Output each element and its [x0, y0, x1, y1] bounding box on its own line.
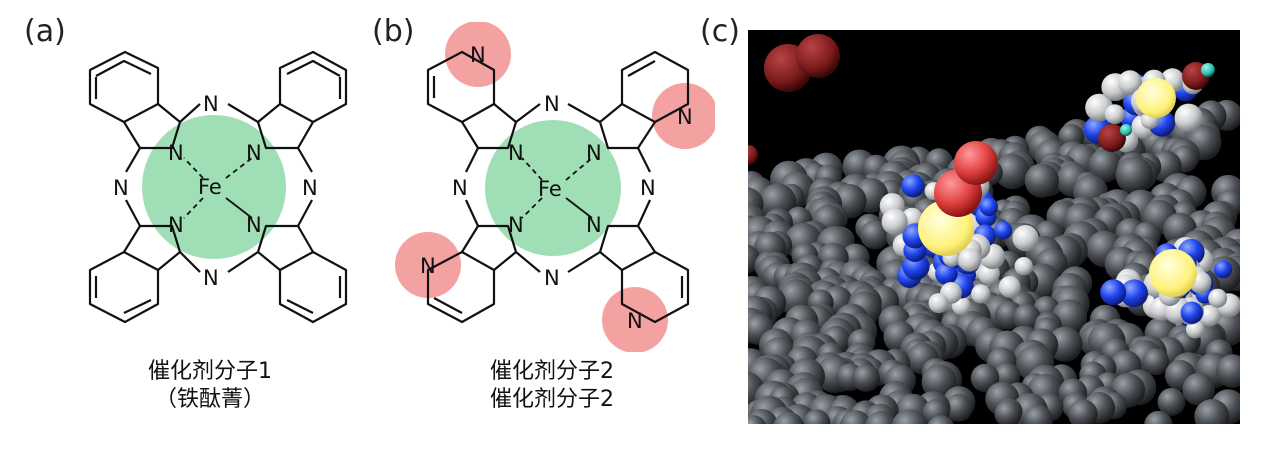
iron-atom-sphere	[1149, 249, 1197, 297]
oxygen-molecule-sphere	[1098, 124, 1126, 152]
oxygen-atom-sphere	[954, 141, 998, 185]
nitrogen-atom-sphere	[1180, 301, 1203, 324]
nanotube-render-svg	[748, 34, 1240, 424]
panel-b-caption: 催化剂分子2 催化剂分子2	[442, 358, 662, 414]
panel-a-caption-name: 催化剂分子1	[148, 359, 272, 384]
carbon-atom-sphere	[994, 153, 1030, 190]
hydrogen-atom-sphere	[1012, 225, 1039, 252]
carbon-atom-sphere	[1023, 405, 1053, 424]
panel-a-caption: 催化剂分子1 （铁酞菁）	[110, 358, 310, 414]
nitrogen-atom-sphere	[901, 174, 925, 198]
hydrogen-atom-sphere	[998, 276, 1021, 298]
carbon-atom-sphere	[927, 415, 955, 424]
hydrogen-atom-sphere	[881, 208, 908, 235]
n-atom-pyrrole-tr: N	[246, 141, 262, 165]
carbon-atom-sphere	[1157, 388, 1186, 416]
hydrogen-atom-sphere	[1198, 304, 1221, 327]
hydrogen-atom-sphere	[1014, 257, 1033, 276]
n-atom-meso-right: N	[302, 176, 318, 200]
n-atom-meso-top: N	[544, 92, 560, 116]
carbon-atom-sphere	[803, 409, 831, 424]
carbon-atom-sphere	[1216, 354, 1240, 388]
panel-c-label: (c)	[700, 14, 740, 49]
carbon-atom-sphere	[1068, 399, 1098, 424]
panel-b-caption-line2: 催化剂分子2	[490, 387, 614, 412]
carbon-atom-sphere	[852, 364, 880, 392]
fe-atom: Fe	[538, 177, 562, 201]
pyridine-n-atom-top: N	[470, 43, 486, 67]
nitrogen-atom-sphere	[1100, 279, 1127, 306]
carbon-atom-sphere	[865, 411, 897, 424]
oxygen-molecule-sphere	[748, 145, 758, 165]
nitrogen-atom-sphere	[1214, 260, 1233, 279]
hydrogen-atom-sphere	[928, 293, 949, 314]
n-atom-pyrrole-tr: N	[586, 141, 602, 165]
hydrogen-atom-sphere	[1104, 104, 1125, 125]
pyridine-n-atom-left: N	[420, 254, 436, 278]
n-atom-meso-bottom: N	[203, 266, 219, 290]
pyridine-phthalocyanine-structure: N N N N N N N N Fe N N N N	[395, 22, 715, 352]
n-atom-meso-right: N	[640, 176, 656, 200]
carbon-atom-sphere	[1144, 410, 1173, 424]
oxygen-molecule-sphere	[796, 34, 840, 78]
carbon-atom-sphere	[891, 409, 929, 424]
nitrogen-atom-sphere	[1120, 279, 1148, 308]
n-atom-pyrrole-bl: N	[168, 213, 184, 237]
panel-b-label: (b)	[372, 14, 415, 49]
n-atom-pyrrole-br: N	[586, 213, 602, 237]
hydrogen-atom-sphere	[1117, 70, 1143, 95]
pyridine-n-atom-bottom: N	[627, 309, 643, 333]
panel-a-caption-sub: （铁酞菁）	[154, 387, 265, 412]
carbon-atom-sphere	[994, 400, 1022, 424]
n-atom-meso-left: N	[452, 176, 468, 200]
hydrogen-atom-sphere	[1174, 103, 1203, 132]
carbon-atom-sphere	[1013, 303, 1041, 332]
n-atom-pyrrole-tl: N	[168, 141, 184, 165]
carbon-atom-sphere	[748, 415, 767, 424]
pyridine-n-highlight-bottom	[602, 287, 668, 352]
carbon-atom-sphere	[773, 411, 804, 424]
carbon-atom-sphere	[944, 393, 973, 422]
n-atom-pyrrole-tl: N	[508, 141, 524, 165]
carbon-atom-sphere	[970, 363, 1000, 393]
panel-b-caption-line1: 催化剂分子2	[490, 359, 614, 384]
iron-phthalocyanine-structure: N N N N N N N N Fe	[88, 50, 348, 324]
panel-a-label: (a)	[24, 14, 66, 49]
pyridine-n-highlight-left	[395, 232, 461, 298]
carbon-atom-sphere	[1088, 148, 1122, 183]
n-atom-meso-left: N	[113, 176, 129, 200]
iron-atom-sphere	[1136, 78, 1176, 118]
hydrogen-atom-sphere	[971, 284, 991, 304]
carbon-atom-sphere	[1142, 348, 1170, 376]
carbon-atom-sphere	[860, 220, 890, 250]
n-atom-pyrrole-br: N	[246, 213, 262, 237]
hydrogen-cyan-sphere	[1201, 63, 1215, 77]
fe-center-highlight	[485, 120, 621, 256]
molecular-render	[748, 30, 1240, 424]
nitrogen-atom-sphere	[994, 221, 1013, 240]
pyridine-n-atom-right: N	[677, 105, 693, 129]
hydrogen-cyan-sphere	[1120, 124, 1132, 136]
nitrogen-atom-sphere	[935, 262, 958, 285]
n-atom-pyrrole-bl: N	[508, 213, 524, 237]
hydrogen-atom-sphere	[958, 248, 982, 272]
nitrogen-atom-sphere	[979, 197, 998, 217]
n-atom-meso-bottom: N	[544, 266, 560, 290]
hydrogen-atom-sphere	[1208, 288, 1228, 308]
carbon-atom-sphere	[1182, 372, 1215, 406]
carbon-atom-sphere	[1115, 156, 1153, 194]
pyridine-n-highlight-right	[652, 83, 715, 149]
n-atom-meso-top: N	[203, 92, 219, 116]
fe-atom: Fe	[198, 175, 222, 199]
carbon-atom-sphere	[1194, 399, 1230, 424]
carbon-atom-sphere	[1024, 163, 1059, 198]
adsorbed-molecule-layer	[748, 34, 1240, 339]
carbon-atom-sphere	[840, 410, 872, 424]
fe-center-highlight	[142, 115, 286, 259]
